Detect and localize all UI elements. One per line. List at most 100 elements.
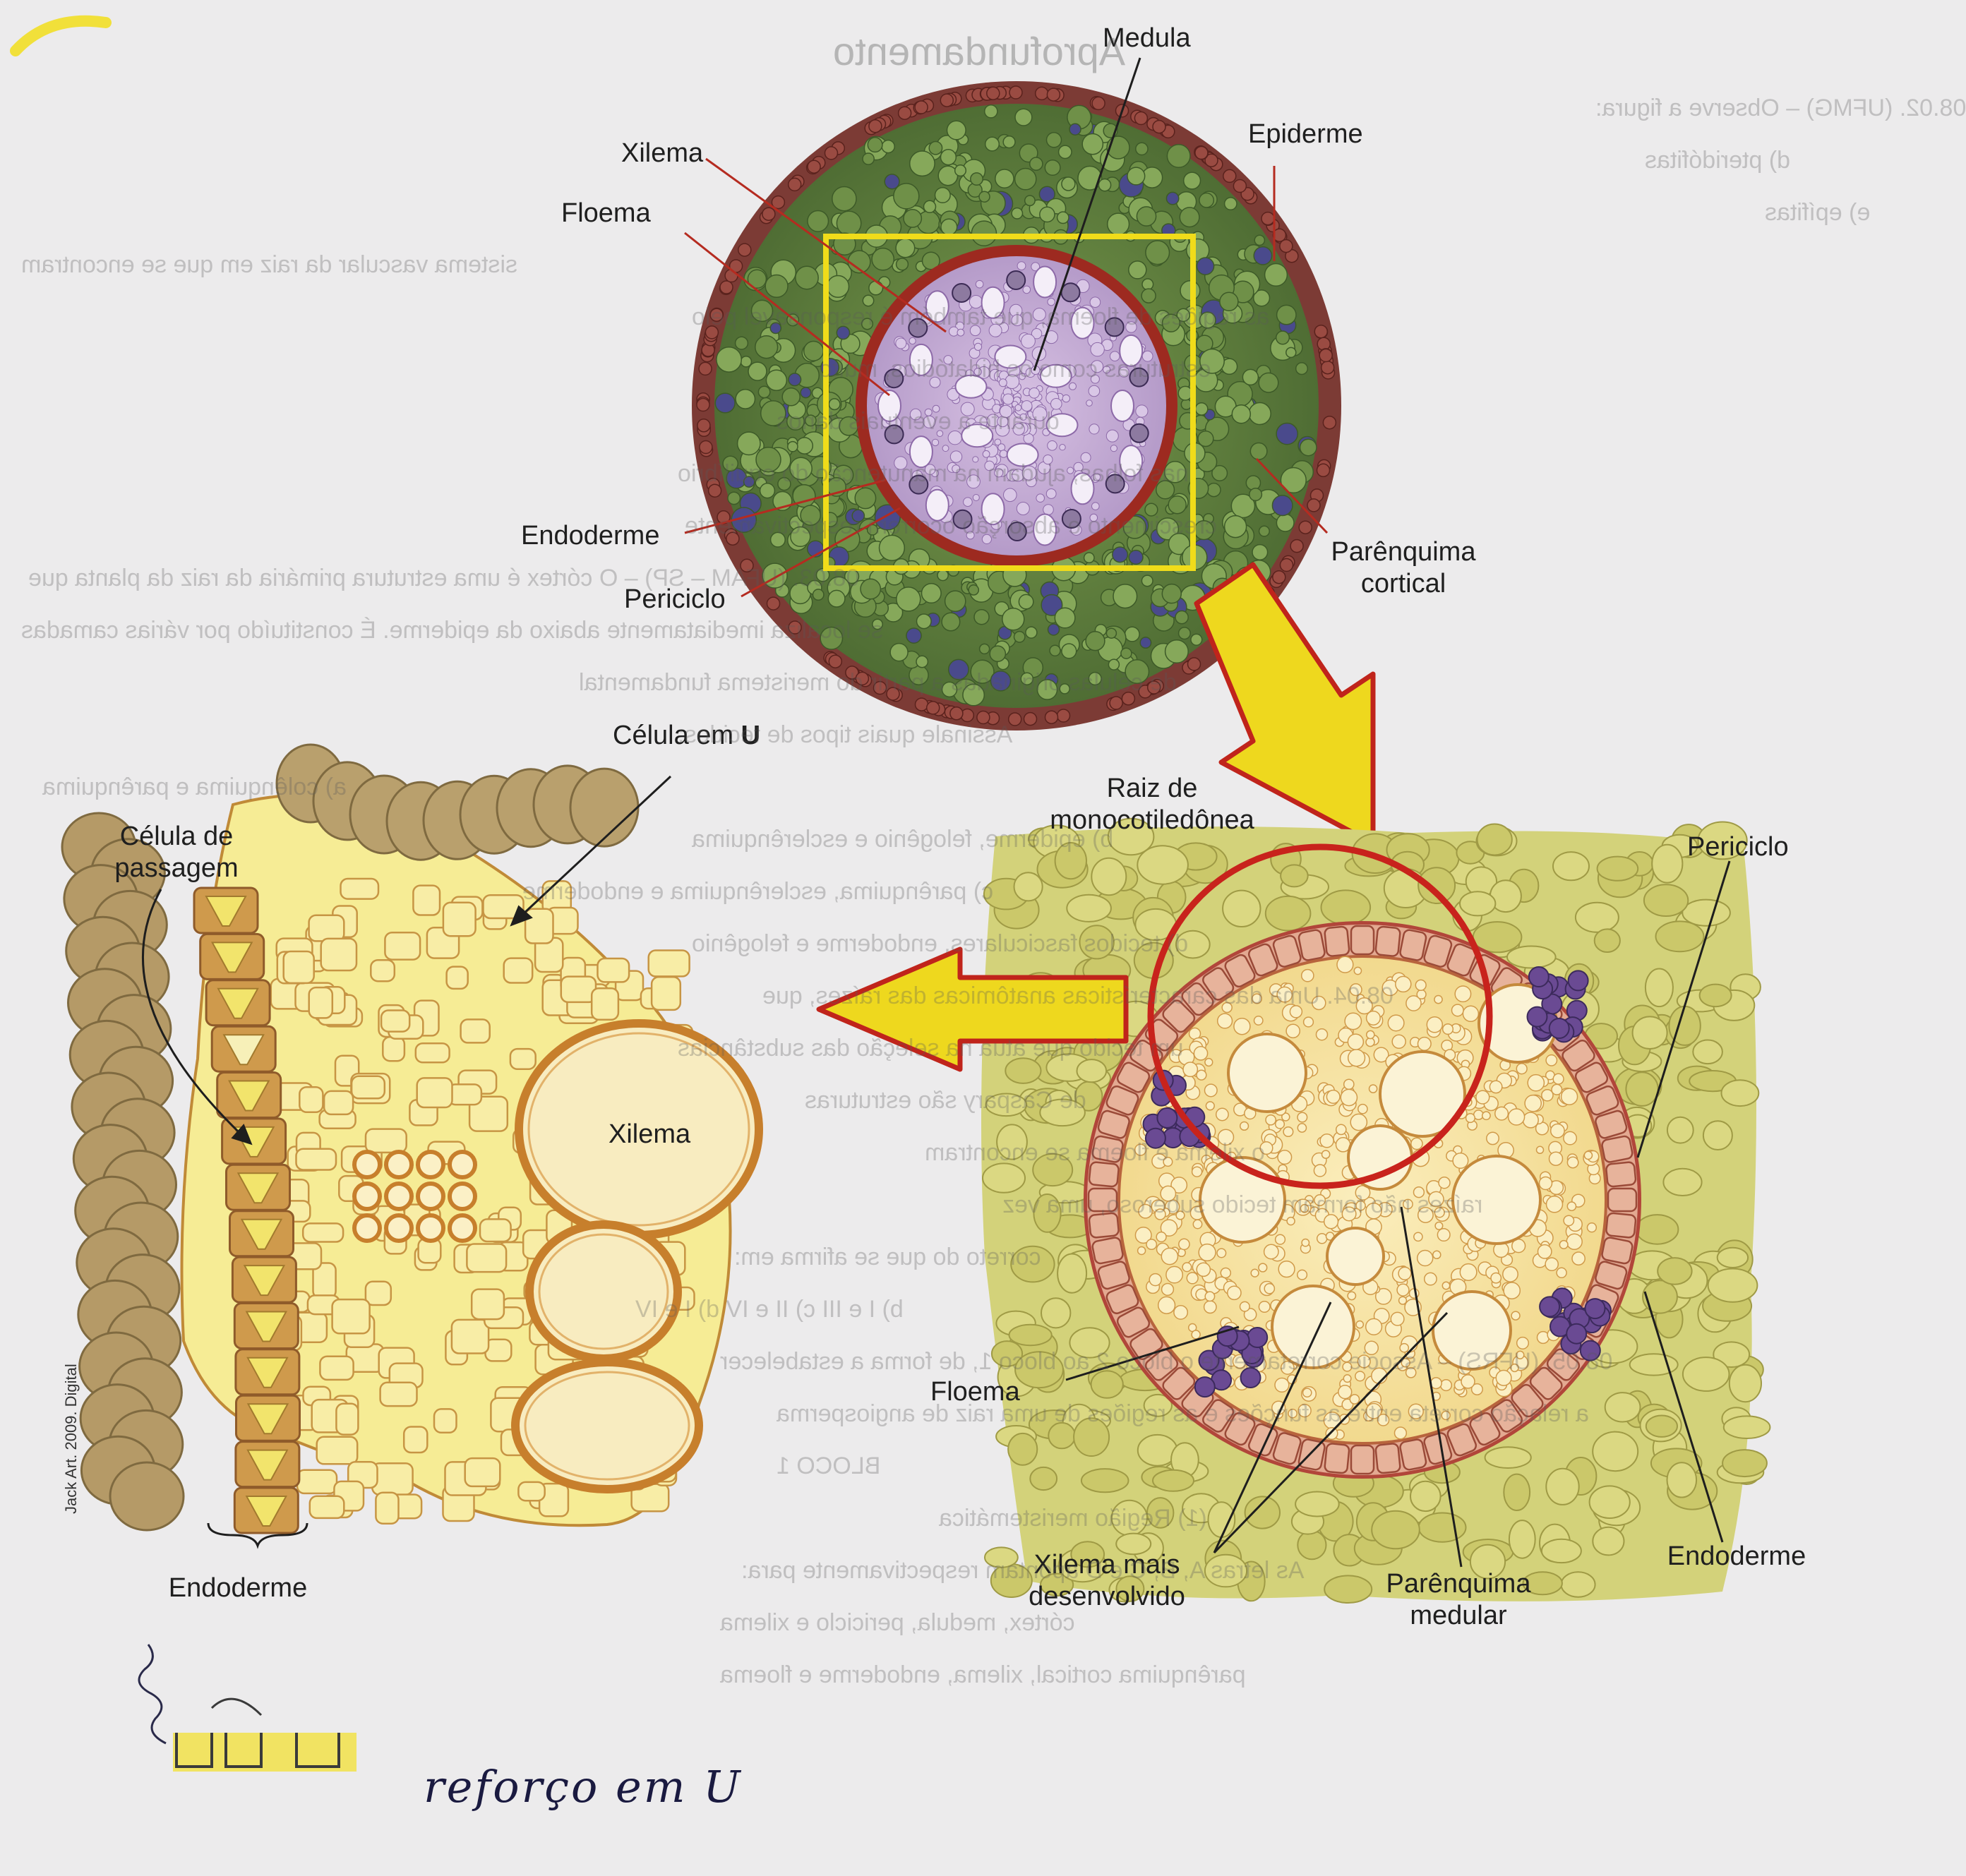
label-parenquima-cortical-2: cortical bbox=[1360, 569, 1446, 599]
cortex-cell bbox=[1190, 633, 1203, 646]
cortex-cell bbox=[714, 392, 736, 414]
vascular-cell bbox=[1146, 1239, 1158, 1251]
bleed-line: 08.05. (UFRS) – Associe corretamente o b… bbox=[720, 1348, 1613, 1375]
vascular-cell bbox=[1387, 1014, 1405, 1032]
cortex-cell bbox=[760, 400, 786, 426]
vascular-cell bbox=[1220, 1267, 1232, 1279]
phloem-cluster bbox=[1104, 317, 1125, 337]
epiderme-cell bbox=[914, 100, 928, 114]
cortex-cell bbox=[755, 335, 779, 359]
metaxylem-inner-wall bbox=[538, 1233, 669, 1350]
medula-cell bbox=[1125, 321, 1137, 333]
phloem-cell bbox=[1566, 1323, 1588, 1345]
phloem-cluster bbox=[1105, 474, 1125, 494]
cortex-cell bbox=[940, 149, 957, 166]
vascular-cell bbox=[1336, 956, 1354, 973]
vascular-cell bbox=[1347, 1291, 1357, 1301]
vascular-cell bbox=[1566, 1201, 1577, 1211]
cortex-cell bbox=[1199, 348, 1225, 374]
epiderme-cell bbox=[986, 86, 1000, 100]
cortex-cell bbox=[1166, 143, 1191, 169]
label-xilema-left: Xilema bbox=[609, 1119, 691, 1149]
vascular-cell bbox=[1196, 1069, 1207, 1081]
cortex-detail-cell bbox=[1522, 1571, 1563, 1596]
cortex-cell bbox=[828, 398, 841, 411]
cortex-cell bbox=[759, 483, 776, 499]
cortex-cell bbox=[889, 642, 909, 662]
label-endoderme-left: Endoderme bbox=[168, 1573, 308, 1603]
parenchyma-cell bbox=[470, 1288, 505, 1321]
u-cell bbox=[225, 1163, 291, 1211]
epiderme-cell bbox=[1319, 348, 1333, 363]
parenchyma-cell bbox=[382, 1036, 406, 1062]
cortex-cell bbox=[1258, 372, 1279, 393]
cortex-cell bbox=[815, 567, 830, 582]
medula-cell bbox=[1017, 261, 1026, 271]
epiderme-cell bbox=[873, 680, 887, 695]
parenchyma-cell bbox=[340, 877, 380, 900]
cortex-detail-cell bbox=[1115, 1532, 1152, 1556]
vascular-cell bbox=[1398, 1266, 1412, 1280]
cortex-detail-cell bbox=[1076, 1059, 1108, 1083]
cortex-cell bbox=[1098, 178, 1112, 192]
medula-cell bbox=[994, 438, 1002, 446]
cortex-detail-cell bbox=[1657, 1257, 1693, 1285]
endoderme-cell bbox=[1546, 1348, 1581, 1381]
parenchyma-cell bbox=[308, 1495, 345, 1520]
cortex-cell bbox=[1025, 626, 1038, 639]
phloem-cluster bbox=[909, 474, 929, 495]
vascular-cell bbox=[1535, 1146, 1545, 1155]
cortex-cell bbox=[1211, 464, 1228, 481]
epiderme-cell bbox=[1146, 680, 1161, 695]
xylem-pore bbox=[981, 286, 1005, 319]
medula-cell bbox=[966, 531, 975, 540]
cortex-detail-cell bbox=[1417, 867, 1456, 904]
phloem-cluster bbox=[952, 509, 973, 529]
medula-cell bbox=[1089, 296, 1101, 308]
epiderme-cell bbox=[1187, 657, 1201, 671]
cortex-cell bbox=[1258, 525, 1270, 537]
parenchyma-cell bbox=[282, 950, 315, 985]
cortex-cell bbox=[1161, 583, 1182, 604]
cortex-detail-cell bbox=[1651, 843, 1684, 884]
cortex-cell bbox=[1168, 533, 1191, 555]
cortex-detail-cell bbox=[1080, 1468, 1129, 1493]
epiderme-cell bbox=[705, 325, 719, 339]
u-cell bbox=[229, 1210, 294, 1258]
vascular-cell bbox=[1416, 989, 1427, 1000]
vascular-cell bbox=[1511, 1311, 1521, 1321]
endoderme-cell bbox=[1605, 1212, 1637, 1239]
endoderme-cell bbox=[1490, 1399, 1523, 1433]
epiderme-cell bbox=[824, 146, 839, 160]
vascular-cell bbox=[1156, 1231, 1167, 1243]
cortex-cell bbox=[1054, 607, 1076, 629]
phloem-cluster bbox=[1129, 367, 1149, 387]
cortex-cell bbox=[923, 200, 937, 214]
label-parenquima-medular-2: medular bbox=[1410, 1601, 1507, 1630]
medula-cell bbox=[988, 323, 1002, 337]
cortex-cell bbox=[970, 659, 995, 684]
cortex-cell bbox=[854, 487, 877, 510]
cortex-cell bbox=[1179, 207, 1200, 228]
cortex-detail-cell bbox=[1295, 1491, 1340, 1517]
bleed-line: um tecido que atua na seleção das substâ… bbox=[678, 1035, 1184, 1062]
vascular-cell bbox=[1205, 1101, 1215, 1111]
endoderme-cell bbox=[1091, 1135, 1124, 1163]
vascular-cell bbox=[1349, 983, 1362, 997]
cortex-cell bbox=[947, 659, 969, 680]
medula-cell bbox=[943, 355, 953, 365]
vascular-cell bbox=[1137, 1246, 1146, 1256]
cortex-cell bbox=[978, 191, 990, 203]
cortex-detail-cell bbox=[1540, 1538, 1582, 1564]
endoderme-cell bbox=[1423, 1432, 1453, 1465]
phloem-cluster bbox=[1061, 509, 1081, 529]
parenchyma-cell bbox=[301, 1222, 344, 1243]
medula-cell bbox=[932, 404, 940, 413]
bleed-line: (1) Região meristemática bbox=[939, 1505, 1207, 1532]
epiderme-cell bbox=[949, 706, 964, 721]
medula-cell bbox=[972, 494, 980, 501]
cortex-cell bbox=[1002, 135, 1016, 149]
xylem-pore bbox=[1119, 445, 1144, 478]
cortex-cell bbox=[990, 670, 1012, 692]
cortex-cell bbox=[1145, 240, 1170, 265]
